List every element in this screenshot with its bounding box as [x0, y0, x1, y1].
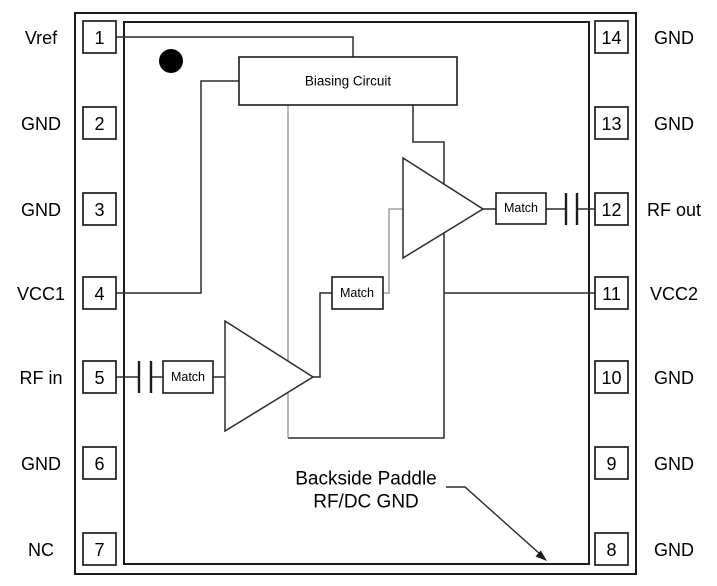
pin-12-number: 12 — [601, 200, 621, 220]
pin-5-number: 5 — [94, 368, 104, 388]
pin-13-label: GND — [654, 114, 694, 134]
wire-match2-to-amp2 — [383, 208, 403, 294]
pin-10-label: GND — [654, 368, 694, 388]
pin-4-label: VCC1 — [17, 284, 65, 304]
wire-biasing-supply-rail — [288, 105, 445, 439]
wire-pin4-to-biasing — [116, 80, 239, 294]
match-block-input: Match — [162, 360, 214, 394]
pin-1-box — [82, 20, 117, 54]
pin-14-box — [594, 20, 629, 54]
backside-paddle-line1: Backside Paddle — [295, 469, 437, 490]
pin-3-box — [82, 192, 117, 226]
match-input-box — [162, 360, 214, 394]
pin-2-box — [82, 106, 117, 140]
pin-6-number: 6 — [94, 454, 104, 474]
pin-3-label: GND — [21, 200, 61, 220]
pin-4: 4 VCC1 — [17, 276, 117, 310]
amplifier-stage1 — [224, 319, 315, 433]
pin-4-box — [82, 276, 117, 310]
pin-10-box — [594, 360, 629, 394]
pin-13: 13 GND — [594, 106, 694, 140]
match-input-label: Match — [171, 370, 205, 384]
match-block-output: Match — [495, 192, 547, 225]
pin-14-label: GND — [654, 28, 694, 48]
match-block-interstage: Match — [331, 276, 384, 310]
pin-9-number: 9 — [606, 454, 616, 474]
pin-12: 12 RF out — [594, 192, 701, 226]
capacitor-output — [564, 193, 579, 225]
pin-11: 11 VCC2 — [594, 276, 698, 310]
pin-1-label: Vref — [25, 28, 58, 48]
pin-13-box — [594, 106, 629, 140]
pin-11-number: 11 — [602, 284, 621, 304]
pin-14: 14 GND — [594, 20, 694, 54]
pin-8-number: 8 — [606, 540, 616, 560]
pin-6-box — [82, 446, 117, 480]
pin-2-number: 2 — [94, 114, 104, 134]
pin-4-number: 4 — [94, 284, 104, 304]
biasing-circuit-label: Biasing Circuit — [305, 74, 392, 89]
biasing-circuit-box — [238, 56, 458, 106]
pin-1-number: 1 — [94, 28, 104, 48]
match-output-label: Match — [504, 201, 538, 215]
pin-row-left: 1 Vref 2 GND 3 GND 4 VCC1 5 RF in 6 GND — [17, 20, 117, 566]
wire-pin1-to-biasing — [116, 36, 354, 57]
pin-10: 10 GND — [594, 360, 694, 394]
pin-13-number: 13 — [601, 114, 621, 134]
pin-7-box — [82, 532, 117, 566]
pin-6: 6 GND — [21, 446, 117, 480]
annotation-arrow-line — [446, 486, 541, 555]
pin-2: 2 GND — [21, 106, 117, 140]
backside-paddle-line2: RF/DC GND — [313, 492, 419, 513]
pin-3-number: 3 — [94, 200, 104, 220]
pin-9: 9 GND — [594, 446, 694, 480]
match-interstage-label: Match — [340, 286, 374, 300]
pin-6-label: GND — [21, 454, 61, 474]
pin-3: 3 GND — [21, 192, 117, 226]
pin-1: 1 Vref — [25, 20, 117, 54]
pin-8-label: GND — [654, 540, 694, 560]
pin-9-box — [594, 446, 629, 480]
pin-row-right: 14 GND 13 GND 12 RF out 11 VCC2 10 GND 9… — [594, 20, 701, 566]
wire-amp1-to-match2 — [313, 292, 332, 378]
match-interstage-box — [331, 276, 384, 310]
pin-7-number: 7 — [94, 540, 104, 560]
pin-11-label: VCC2 — [650, 284, 698, 304]
pin-8-box — [594, 532, 629, 566]
backside-paddle-annotation: Backside Paddle RF/DC GND — [295, 469, 547, 561]
pin-12-box — [594, 192, 629, 226]
pin-8: 8 GND — [594, 532, 694, 566]
pin-5: 5 RF in — [19, 360, 117, 394]
pin-5-box — [82, 360, 117, 394]
package-outline — [74, 12, 637, 575]
match-output-box — [495, 192, 547, 225]
pin-12-label: RF out — [647, 200, 701, 220]
pin-2-label: GND — [21, 114, 61, 134]
pin-7: 7 NC — [28, 532, 117, 566]
annotation-arrow-head — [535, 550, 547, 561]
pin-14-number: 14 — [601, 28, 621, 48]
pin-9-label: GND — [654, 454, 694, 474]
amplifier-stage2 — [402, 156, 485, 260]
pin-11-box — [594, 276, 629, 310]
pin-5-label: RF in — [19, 368, 62, 388]
capacitor-input — [137, 361, 153, 393]
pin-7-label: NC — [28, 540, 54, 560]
pin-10-number: 10 — [601, 368, 621, 388]
biasing-circuit-block: Biasing Circuit — [238, 56, 458, 106]
pin1-indicator-dot — [159, 49, 183, 73]
